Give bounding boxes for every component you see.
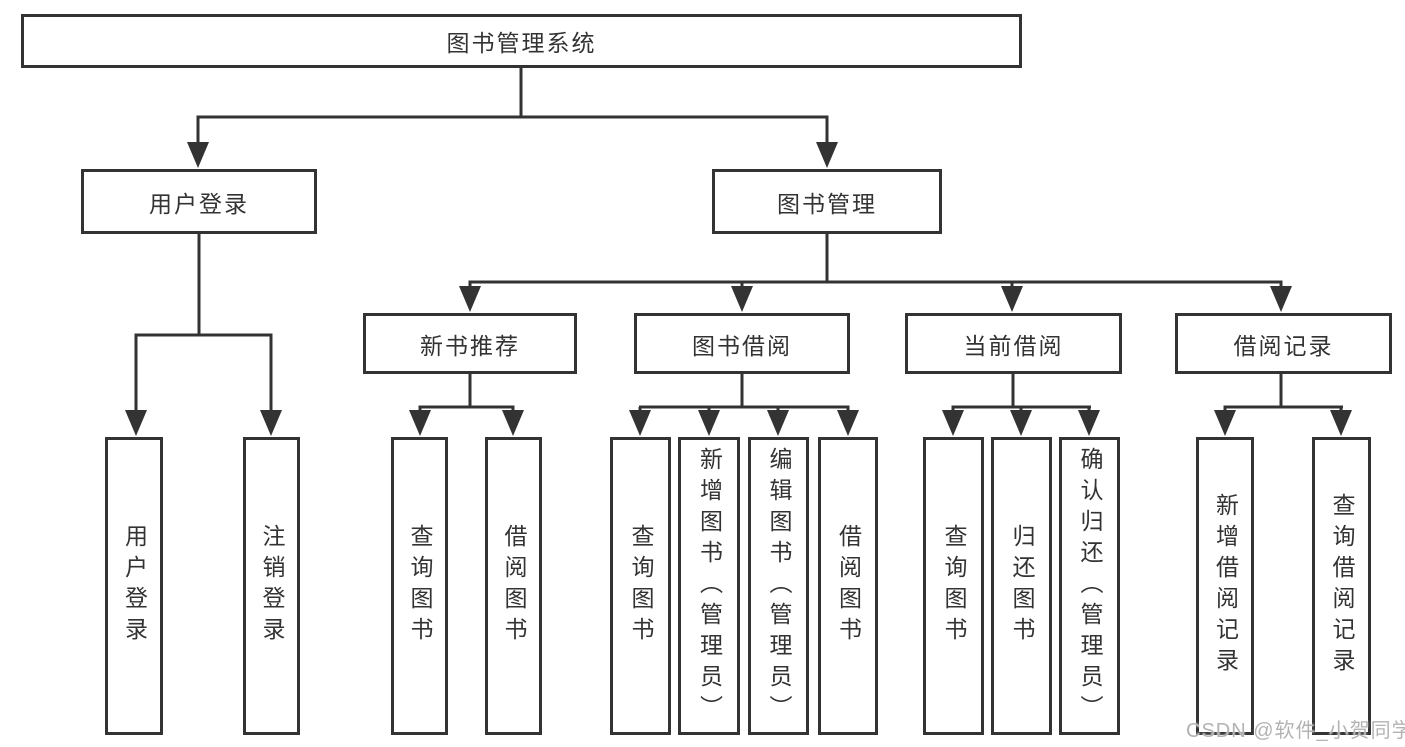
node-user-login: 用户登录	[81, 169, 317, 234]
node-borrow-records: 借阅记录	[1175, 313, 1392, 374]
arrowhead	[731, 286, 753, 312]
leaf-query-borrow-record: 查询借阅记录	[1312, 437, 1371, 735]
node-current-borrow: 当前借阅	[905, 313, 1122, 374]
leaf-confirm-return-admin: 确认归还（管理员）	[1059, 437, 1120, 735]
arrowhead	[767, 410, 789, 436]
node-book-management: 图书管理	[712, 169, 942, 234]
arrowhead	[502, 410, 524, 436]
arrowhead	[1001, 286, 1023, 312]
arrowhead	[260, 410, 282, 436]
arrowhead	[1270, 286, 1292, 312]
arrowhead	[1214, 410, 1236, 436]
leaf-borrow-books: 借阅图书	[818, 437, 878, 735]
node-system-root: 图书管理系统	[21, 14, 1022, 68]
leaf-add-books-admin: 新增图书（管理员）	[678, 437, 740, 735]
arrowhead	[816, 142, 838, 168]
leaf-query-books-recommend: 查询图书	[391, 437, 448, 735]
arrowhead	[187, 142, 209, 168]
arrowhead	[1330, 410, 1352, 436]
arrowhead	[459, 286, 481, 312]
leaf-borrow-books-recommend: 借阅图书	[485, 437, 542, 735]
arrowhead	[1078, 410, 1100, 436]
leaf-query-books-borrow: 查询图书	[610, 437, 671, 735]
leaf-query-books-current: 查询图书	[923, 437, 984, 735]
leaf-edit-books-admin: 编辑图书（管理员）	[748, 437, 809, 735]
arrowhead	[942, 410, 964, 436]
arrowheads	[125, 142, 1352, 436]
watermark: CSDN @软件_小贺同学	[1186, 720, 1405, 742]
arrowhead	[125, 410, 147, 436]
arrowhead	[629, 410, 651, 436]
leaf-add-borrow-record: 新增借阅记录	[1196, 437, 1254, 735]
node-book-borrow: 图书借阅	[634, 313, 850, 374]
arrowhead	[837, 410, 859, 436]
node-new-book-recommend: 新书推荐	[363, 313, 577, 374]
arrowhead	[698, 410, 720, 436]
leaf-logout: 注销登录	[243, 437, 300, 735]
arrowhead	[409, 410, 431, 436]
leaf-user-login: 用户登录	[105, 437, 163, 735]
leaf-return-books: 归还图书	[991, 437, 1052, 735]
arrowhead	[1010, 410, 1032, 436]
